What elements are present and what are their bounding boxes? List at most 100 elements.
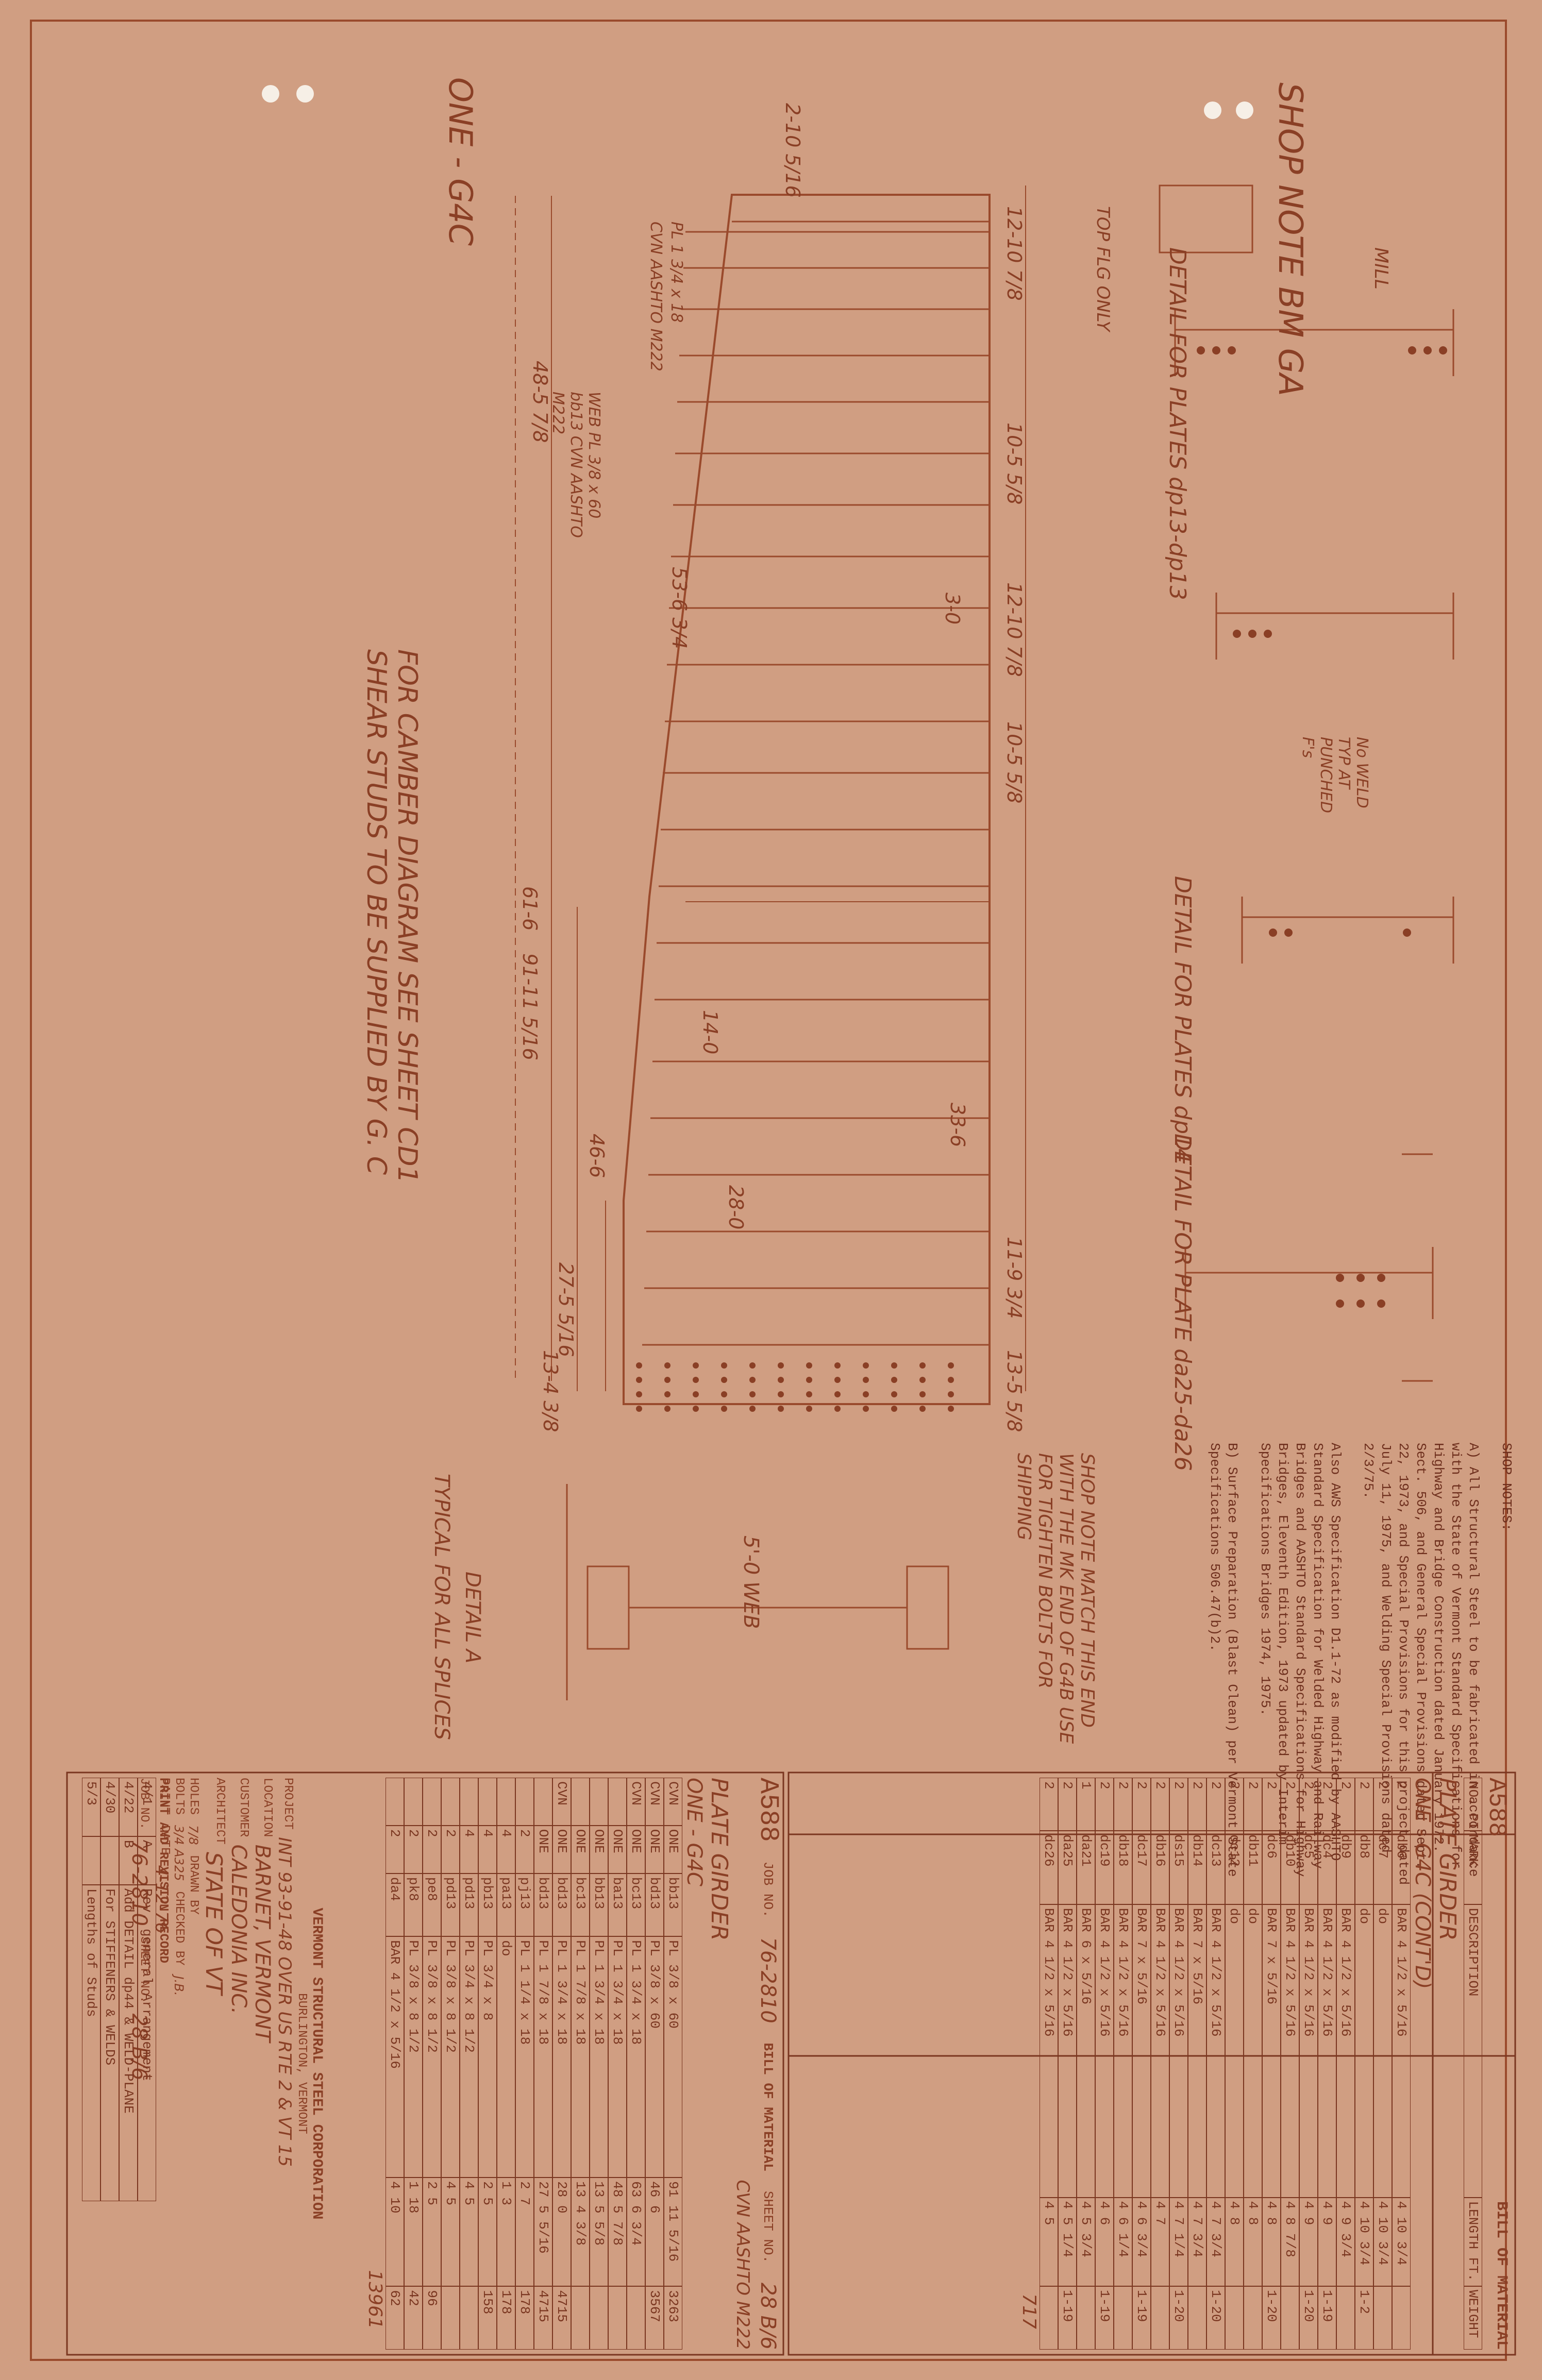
checked-by-value: J.B. [172, 1976, 186, 1996]
description-cell: do [1244, 1904, 1262, 2198]
location-label: LOCATION [260, 1778, 274, 1837]
length-cell: 4 9 [1318, 2197, 1336, 2287]
splice-bolt-hole [863, 1362, 869, 1369]
dimension-label: 10-5 5/8 [1003, 423, 1026, 505]
revision-date: 4/1 [138, 1778, 156, 1836]
description-cell: do [1225, 1904, 1244, 2198]
description-cell: BAR 4 1/2 x 5/16 [1058, 1904, 1077, 2198]
length-cell: 4 9 3/4 [1336, 2197, 1355, 2287]
weight-cell: 4715 [552, 2286, 571, 2350]
splice-bolt-hole [806, 1406, 812, 1412]
detail-a-label: DETAIL A [461, 1572, 484, 1664]
splice-bolt-hole [948, 1391, 954, 1397]
class-cell [404, 1778, 423, 1826]
bolts-label: BOLTS [172, 1778, 186, 1815]
splice-bolt-hole [749, 1391, 756, 1397]
pieces-cell: 2 [1095, 1778, 1114, 1831]
description-cell: BAR 4 1/2 x 5/16 [1206, 1904, 1225, 2198]
weight-cell: 1-19 [1318, 2286, 1336, 2350]
description-cell: PL 1 3/4 x 18 [608, 1936, 627, 2178]
mark-cell: da25 [1058, 1831, 1077, 1904]
dimension-label: 3-0 [941, 593, 964, 625]
description-cell: PL 1 3/4 x 18 [627, 1936, 645, 2178]
description-cell: BAR 4 1/2 x 5/16 [1095, 1904, 1114, 2198]
pieces-cell: 2 [1058, 1778, 1077, 1831]
bill-lower-header: BILL OF MATERIAL [760, 2043, 776, 2172]
bill-upper-material: A588 [1482, 1778, 1510, 1837]
splice-bolt-hole [891, 1406, 897, 1412]
revision-by: A [138, 1836, 156, 1885]
bill-upper-column-header: LENGTH FT. IN. [1464, 2197, 1482, 2287]
length-cell: 4 8 [1244, 2197, 1262, 2287]
description-cell: PL 3/8 x 60 [645, 1936, 664, 2178]
one-g4c-label: ONE - G4C [442, 77, 479, 246]
description-cell: PL 1 3/4 x 18 [552, 1936, 571, 2178]
customer-value: CALEDONIA INC. [227, 1844, 250, 2014]
length-cell: 48 5 7/8 [608, 2178, 627, 2287]
holes-value: 7/8 [186, 1825, 200, 1845]
splice-bolt-hole [919, 1362, 926, 1369]
weight-cell: 62 [386, 2286, 404, 2350]
splice-bolt-hole [664, 1391, 671, 1397]
mark-cell: dc12 [1225, 1831, 1244, 1904]
bill-lower-material: A588 [753, 1778, 783, 1842]
description-cell: BAR 4 1/2 x 5/16 [1114, 1904, 1132, 2198]
detail-plates-2: DETAIL FOR PLATES dp14 [1169, 876, 1196, 1163]
mark-cell: db14 [1188, 1831, 1206, 1904]
dimension-label: 28-0 [725, 1185, 747, 1230]
splice-bolt-hole [863, 1391, 869, 1397]
length-cell: 4 7 3/4 [1206, 2197, 1225, 2287]
length-cell: 4 8 [1262, 2197, 1281, 2287]
weight-cell [608, 2286, 627, 2350]
detail-plates-1: DETAIL FOR PLATES dp13-dp13 [1164, 247, 1191, 600]
weight-cell: 1-19 [1095, 2286, 1114, 2350]
dimension-label: 11-9 3/4 [1003, 1237, 1026, 1319]
length-cell: 28 0 [552, 2178, 571, 2287]
mill-label: MILL [1370, 247, 1392, 290]
studs-note: SHEAR STUDS TO BE SUPPLIED BY G. C [361, 649, 392, 1175]
punch-hole [296, 85, 314, 103]
length-cell: 46 6 [645, 2178, 664, 2287]
class-cell [571, 1778, 590, 1826]
revision-description: For STIFFENERS & WELDS [100, 1885, 119, 2201]
length-cell: 4 10 3/4 [1373, 2197, 1392, 2287]
bill-lower-sheet: 28 B/6 [756, 2283, 780, 2350]
length-cell: 13 5 5/8 [590, 2178, 608, 2287]
pieces-cell: 2 [1281, 1778, 1299, 1831]
revision-date: 5/3 [82, 1778, 100, 1836]
bill-upper-column-header: NO. PIECES [1464, 1778, 1482, 1831]
mark-cell: bb13 [664, 1873, 682, 1937]
holes-label: HOLES [187, 1778, 200, 1815]
class-cell [386, 1778, 404, 1826]
class-cell: CVN [664, 1778, 682, 1826]
mark-cell: dc5 [1299, 1831, 1318, 1904]
dimension-label: 12-10 7/8 [1003, 206, 1026, 301]
description-cell: PL 1 1/4 x 18 [515, 1936, 534, 2178]
description-cell: BAR 4 1/2 x 5/16 [1392, 1904, 1411, 2198]
description-cell: PL 3/8 x 8 1/2 [404, 1936, 423, 2178]
revision-header: PRINT AND REVISION RECORD [156, 1778, 170, 1964]
length-cell: 4 7 3/4 [1188, 2197, 1206, 2287]
weight-cell [1392, 2286, 1411, 2350]
dimension-label: 13-4 3/8 [539, 1350, 562, 1432]
length-cell: 4 8 7/8 [1281, 2197, 1299, 2287]
project-value: INT 93-91-48 OVER US RTE 2 & VT 15 [274, 1837, 295, 2167]
pieces-cell: ONE [590, 1825, 608, 1873]
dimension-label: 53-6 3/4 [668, 567, 691, 649]
length-cell: 63 6 3/4 [627, 2178, 645, 2287]
mark-cell: db18 [1114, 1831, 1132, 1904]
description-cell: BAR 4 1/2 x 5/16 [1318, 1904, 1336, 2198]
length-cell: 4 6 [1095, 2197, 1114, 2287]
weight-cell: 1-20 [1206, 2286, 1225, 2350]
